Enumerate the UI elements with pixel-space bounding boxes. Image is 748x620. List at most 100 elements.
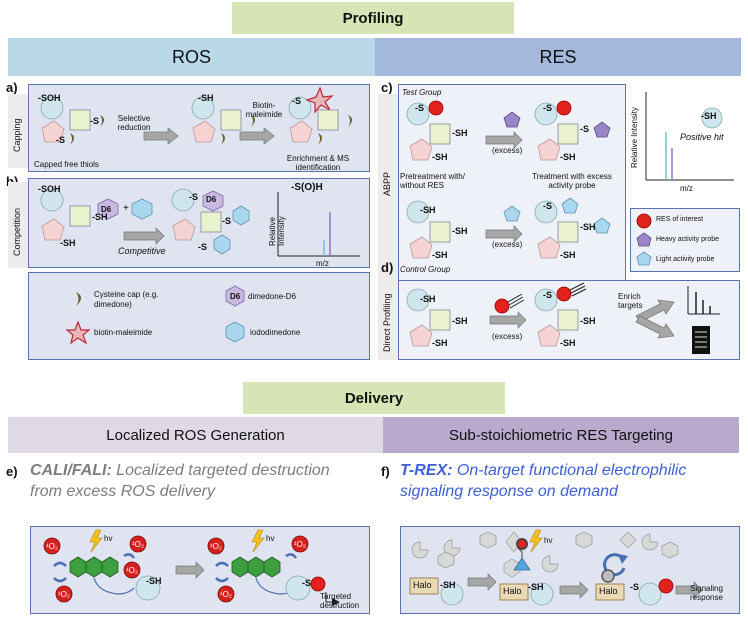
d-s: -S xyxy=(543,290,552,300)
e-hv-1: hv xyxy=(104,534,113,543)
biotin-star-icon xyxy=(65,320,91,345)
a-sh: -SH xyxy=(198,93,214,103)
photocaged-probe-shape xyxy=(513,557,531,571)
e-destruction: Targeted destruction xyxy=(320,592,360,610)
iodo-hexagon-shape xyxy=(131,198,153,220)
a-s-right: -S xyxy=(90,116,99,126)
b-sh2: -SH xyxy=(60,238,76,248)
panel-a-label: a) xyxy=(6,80,18,95)
e-s: -S xyxy=(302,578,311,588)
iodo-icon xyxy=(225,321,245,343)
c-s-1: -S xyxy=(415,103,424,113)
c-xlabel: m/z xyxy=(680,184,693,193)
local-ros-title: Localized ROS Generation xyxy=(106,426,285,444)
b-soh: -SOH xyxy=(38,184,61,194)
a-enrichment: Enrichment & MS identification xyxy=(286,154,350,172)
panel-b-side-bg xyxy=(8,182,28,268)
delivery-title: Delivery xyxy=(344,389,404,407)
panel-f-graphic xyxy=(409,529,703,606)
pentagon-shape xyxy=(41,120,65,143)
d-sh-4: -SH xyxy=(580,316,596,326)
legend-d6: dimedone-D6 xyxy=(248,292,297,301)
b-s-d6: -S xyxy=(189,192,198,202)
c-positive: Positive hit xyxy=(680,132,724,142)
f-s: -S xyxy=(630,582,639,592)
panel-e-rest: Localized targeted destruction from exce… xyxy=(30,462,330,500)
legend-light: Light activity probe xyxy=(656,256,715,263)
a-capped: Capped free thiols xyxy=(34,160,99,169)
d-sh-1: -SH xyxy=(420,294,436,304)
a-biotin: Biotin-maleimide xyxy=(245,101,283,119)
e-o2-2: ¹O₂ xyxy=(58,590,70,599)
b-sh: -SH xyxy=(92,212,108,222)
panel-d-side-bg xyxy=(378,284,398,360)
c-sh-8: -SH xyxy=(560,250,576,260)
e-o2-4: ¹O₂ xyxy=(126,566,138,575)
c-treat: Treatment with excess activity probe xyxy=(532,172,612,190)
legend-iodo: iododimedone xyxy=(250,328,301,337)
ros-header: ROS xyxy=(8,38,375,76)
panel-c-label: c) xyxy=(381,80,393,95)
a-s-star: -S xyxy=(292,96,301,106)
c-s-2: -S xyxy=(543,103,552,113)
legend-biotin: biotin-maleimide xyxy=(94,328,153,337)
b-xlabel: m/z xyxy=(316,259,329,268)
d6-hexagon-shape xyxy=(97,198,119,220)
singlet-oxygen-shape xyxy=(43,537,61,555)
d-sh-5: -SH xyxy=(560,338,576,348)
c-sh-4: -SH xyxy=(420,205,436,215)
d-sh-3: -SH xyxy=(432,338,448,348)
profiling-title: Profiling xyxy=(342,9,404,27)
arrow-shape xyxy=(143,127,179,145)
res-title: RES xyxy=(539,46,577,67)
panel-d-label: d) xyxy=(381,260,394,275)
res-alkyne-shape xyxy=(494,298,510,314)
b-plus: + xyxy=(123,203,129,214)
panel-d-side-label: Direct Profiling xyxy=(382,293,392,352)
c-ylabel: Relative Intensity xyxy=(630,107,639,168)
legend-res: RES of interest xyxy=(656,216,704,223)
biotin-star-shape xyxy=(305,86,334,114)
panel-d-graphic xyxy=(406,282,720,354)
d-excess: (excess) xyxy=(492,332,523,341)
res-legend-graphic xyxy=(636,213,652,266)
c-test-group: Test Group xyxy=(402,88,442,97)
cap-icon xyxy=(76,292,81,306)
square-shape xyxy=(69,109,91,131)
f-signaling: Signaling response xyxy=(690,584,723,602)
c-s-4: -S xyxy=(543,201,552,211)
panel-e-head: CALI/FALI: xyxy=(30,462,112,479)
legend-cap: Cysteine cap (e.g. dimedone) xyxy=(94,290,159,309)
panel-c-graphic xyxy=(406,100,611,259)
e-o2-1: ¹O₂ xyxy=(46,542,58,551)
legend-heavy: Heavy activity probe xyxy=(656,236,720,243)
ros-legend xyxy=(28,272,370,360)
e-o2-7: ¹O₂ xyxy=(294,540,306,549)
c-excess-2: (excess) xyxy=(492,240,523,249)
ros-legend-graphic xyxy=(65,285,245,345)
c-sh-7: -SH xyxy=(580,222,596,232)
panel-f-label: f) xyxy=(381,464,390,479)
c-excess-1: (excess) xyxy=(492,146,523,155)
heavy-probe-icon xyxy=(636,232,652,247)
substoich-header: Sub-stoichiometric RES Targeting xyxy=(383,417,739,453)
panel-e-title: CALI/FALI: Localized targeted destructio… xyxy=(30,460,350,502)
substoich-title: Sub-stoichiometric RES Targeting xyxy=(449,426,673,444)
legend-d6-badge: D6 xyxy=(230,292,241,301)
gel-shape xyxy=(692,326,710,354)
panel-f-title: T-REX: On-target functional electrophili… xyxy=(400,460,720,502)
light-probe-icon xyxy=(636,251,652,266)
c-sh-6: -SH xyxy=(432,250,448,260)
b-d6-badge: D6 xyxy=(101,205,112,214)
heavy-probe-shape xyxy=(503,111,521,128)
b-ylabel: Relative Intensity xyxy=(268,216,286,246)
e-sh: -SH xyxy=(146,576,162,586)
delivery-header: Delivery xyxy=(243,382,505,414)
f-halo-3: Halo xyxy=(599,586,618,596)
panel-f-head: T-REX: xyxy=(400,462,453,479)
res-header: RES xyxy=(375,38,741,76)
panel-a-graphic xyxy=(40,86,352,145)
c-sh-3: -SH xyxy=(560,152,576,162)
a-soh: -SOH xyxy=(38,93,61,103)
panel-b-graphic xyxy=(40,188,360,257)
